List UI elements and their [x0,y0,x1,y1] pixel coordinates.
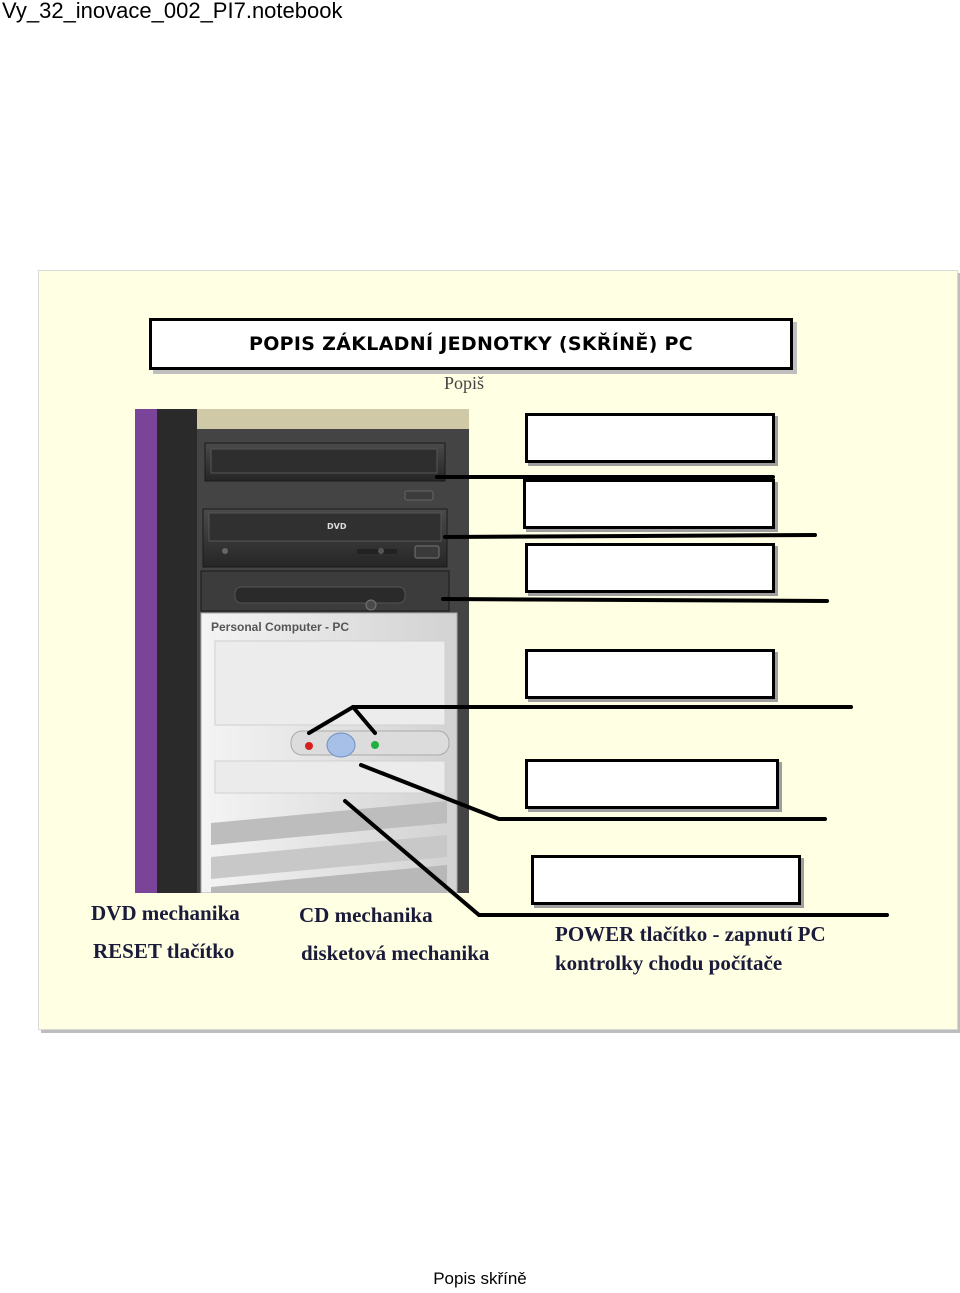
pc-case-illustration: DVD Personal Computer - PC [135,409,469,893]
notebook-slide: POPIS ZÁKLADNÍ JEDNOTKY (SKŘÍNĚ) PC Popi… [38,270,958,1030]
power-led-icon [371,741,379,749]
hdd-led-icon [305,742,313,750]
label-box-3[interactable] [525,543,775,593]
pointer-line-cd [443,533,817,539]
label-box-2[interactable] [523,479,775,529]
instruction-text: Popiš [444,373,485,393]
power-button-icon [326,732,356,758]
term-leds[interactable]: kontrolky chodu počítače [555,951,783,975]
label-box-6[interactable] [531,855,801,905]
term-floppy[interactable]: disketová mechanika [301,941,490,965]
term-dvd[interactable]: DVD mechanika [91,901,240,925]
page-footer-label: Popis skříně [433,1269,527,1288]
term-reset[interactable]: RESET tlačítko [93,939,235,963]
pointer-line-floppy [441,597,829,603]
document-title: Vy_32_inovace_002_PI7.notebook [2,0,343,23]
label-box-4[interactable] [525,649,775,699]
slide-heading: POPIS ZÁKLADNÍ JEDNOTKY (SKŘÍNĚ) PC [248,333,693,355]
term-cd[interactable]: CD mechanika [299,903,433,927]
heading-box: POPIS ZÁKLADNÍ JEDNOTKY (SKŘÍNĚ) PC [149,318,793,370]
dvd-logo: DVD [327,522,347,531]
case-caption: Personal Computer - PC [211,620,349,634]
label-box-5[interactable] [525,759,779,809]
term-power[interactable]: POWER tlačítko - zapnutí PC [555,922,826,946]
label-box-1[interactable] [525,413,775,463]
pc-case-image: DVD Personal Computer - PC [135,409,469,893]
